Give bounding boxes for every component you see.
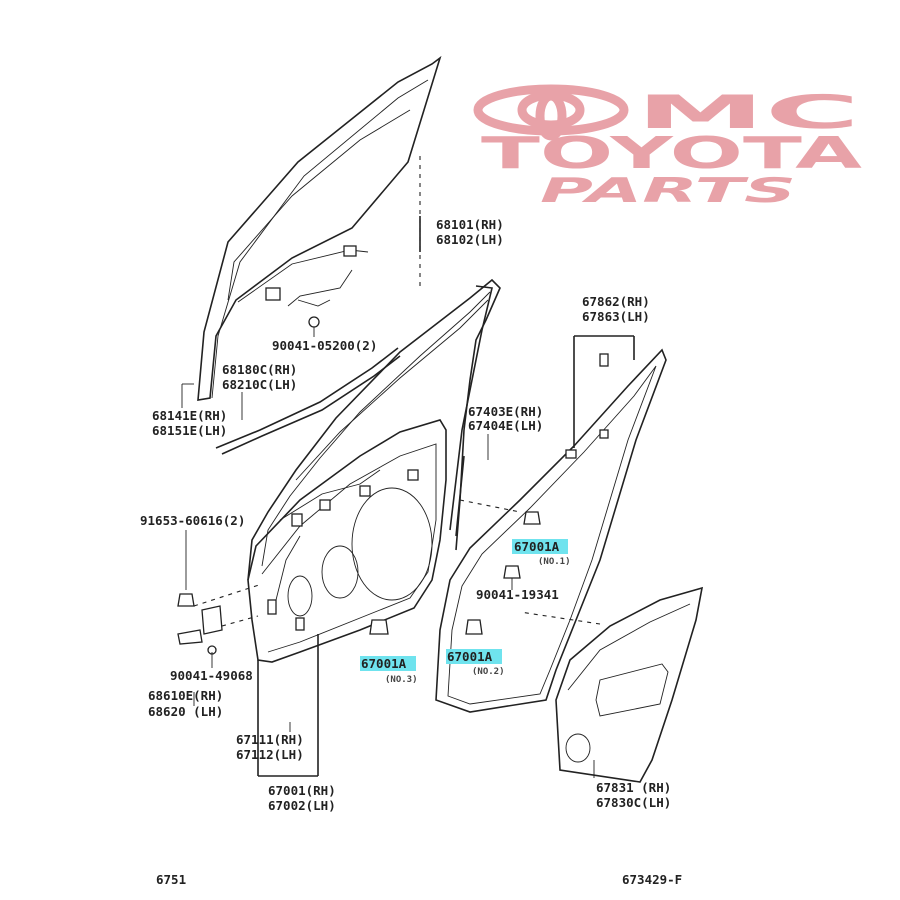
hinge-part [177,605,223,655]
bolt-icon [177,593,195,607]
label-panel-lh: 67112(LH) [236,747,304,762]
label-highlight-1-note: (NO.1) [538,557,571,567]
label-clip: 90041-19341 [476,587,559,602]
label-panel-rh: 67111(RH) [236,732,304,747]
label-hinge-rh: 68610E(RH) [148,688,223,703]
clip-middle-icon [369,619,389,635]
label-weatherstrip-outer-rh: 68141E(RH) [152,408,227,423]
watermark-line-1: MC [636,85,860,139]
door-frame-part [247,278,501,581]
label-highlight-3: 67001A [447,649,493,664]
door-panel-part [247,419,447,663]
footer-figure-number: 6751 [156,872,186,887]
window-glass-part [197,55,442,401]
watermark-line-3: PARTS [540,171,796,211]
label-highlight-2-note: (NO.3) [385,675,418,685]
clip-right-icon [465,619,483,635]
label-trim-lh: 67830C(LH) [596,795,671,810]
highlight-1-bg [512,539,568,554]
label-channel-lh: 68210C(LH) [222,377,297,392]
watermark-line-2: TOYOTA [481,128,862,179]
label-weatherstrip-door-lh: 67863(LH) [582,309,650,324]
door-trim-part [555,586,704,783]
leader-lines [181,383,595,778]
footer-drawing-code: 673429-F [622,872,682,887]
label-screw-glass: 90041-05200(2) [272,338,377,353]
label-channel-rh: 68180C(RH) [222,362,297,377]
label-check-lh: 67404E(LH) [468,418,543,433]
label-weatherstrip-door-rh: 67862(RH) [582,294,650,309]
label-highlight-1: 67001A [514,539,560,554]
watermark-logo: MC TOYOTA PARTS [473,84,862,211]
clip-lower-icon [503,565,521,579]
label-check-rh: 67403E(RH) [468,404,543,419]
label-door-assy-lh: 67002(LH) [268,798,336,813]
label-hinge-lh: 68620 (LH) [148,704,223,719]
label-door-assy-rh: 67001(RH) [268,783,336,798]
door-weatherstrip-part [435,348,667,713]
label-highlight-2: 67001A [361,656,407,671]
label-trim-rh: 67831 (RH) [596,780,671,795]
clip-upper-icon [523,511,541,525]
label-glass-lh: 68102(LH) [436,232,504,247]
label-highlight-3-note: (NO.2) [472,667,505,677]
label-glass-rh: 68101(RH) [436,217,504,232]
door-check-part [455,455,521,537]
label-bolt-hinge: 91653-60616(2) [140,513,245,528]
highlight-2-bg [360,656,416,671]
highlight-3-bg [446,649,502,664]
label-weatherstrip-outer-lh: 68151E(LH) [152,423,227,438]
label-screw-lower: 90041-49068 [170,668,253,683]
toyota-emblem-icon [473,84,629,141]
